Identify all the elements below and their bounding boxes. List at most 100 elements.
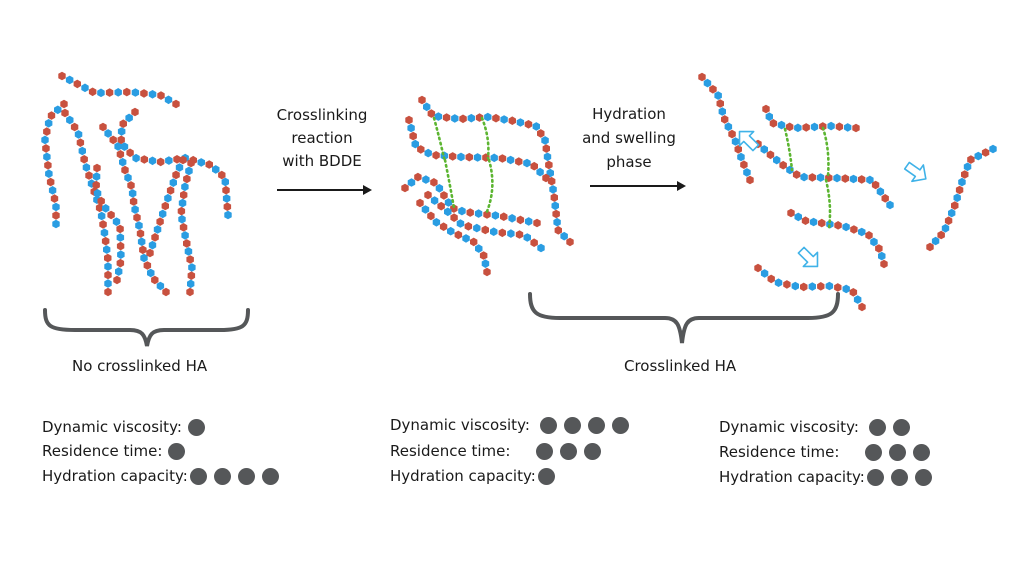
blue-bead <box>65 75 74 85</box>
blue-bead <box>537 243 545 253</box>
red-bead <box>516 215 525 225</box>
rating-dot <box>539 416 557 434</box>
swell-chain-2 <box>754 139 894 210</box>
bdde-crosslinks <box>432 116 832 230</box>
red-bead <box>179 223 188 232</box>
red-bead <box>107 210 115 220</box>
red-bead <box>440 191 448 200</box>
free-chain-top <box>58 71 180 109</box>
blue-bead <box>175 163 184 172</box>
residence-label: Residence time: <box>719 443 840 461</box>
blue-bead <box>104 279 112 288</box>
red-bead <box>858 175 866 184</box>
blue-bead <box>92 172 101 181</box>
red-bead <box>430 178 438 187</box>
red-bead <box>951 201 959 210</box>
red-bead <box>787 208 795 218</box>
blue-bead <box>825 281 834 291</box>
blue-bead <box>148 156 157 166</box>
free-chain-e <box>117 107 232 220</box>
blue-bead <box>974 151 982 161</box>
blue-bead <box>516 118 525 127</box>
red-bead <box>99 220 107 229</box>
red-bead <box>858 302 866 312</box>
blue-bead <box>423 102 431 112</box>
blue-bead <box>181 231 189 240</box>
blue-bead <box>878 251 886 261</box>
blue-bead <box>765 112 773 121</box>
rating-dot <box>563 416 581 434</box>
red-bead <box>944 216 953 225</box>
red-bead <box>177 206 186 216</box>
red-bead <box>156 157 165 167</box>
blue-bead <box>43 152 51 162</box>
red-bead <box>533 218 541 228</box>
red-bead <box>156 217 164 226</box>
blue-bead <box>81 83 89 93</box>
crosslinking-arrow <box>277 185 372 195</box>
red-bead <box>852 123 860 133</box>
blue-bead <box>737 152 745 162</box>
red-bead <box>801 216 810 225</box>
viscosity-label: Dynamic viscosity: <box>42 418 182 436</box>
net-chain-5 <box>424 190 545 253</box>
blue-bead <box>114 88 122 97</box>
red-bead <box>466 208 474 217</box>
red-bead <box>104 270 112 280</box>
blue-bead <box>153 225 162 234</box>
blue-bead <box>187 279 195 289</box>
red-bead <box>116 241 125 251</box>
red-bead <box>140 155 148 164</box>
rating-dot <box>889 443 907 461</box>
blue-bead <box>74 130 83 139</box>
red-bead <box>117 135 125 145</box>
bracket-no-crosslinked <box>43 308 250 347</box>
red-bead <box>783 280 791 289</box>
red-bead <box>442 113 451 122</box>
red-bead <box>470 237 478 247</box>
blue-bead <box>185 166 193 176</box>
red-bead <box>817 282 825 291</box>
rating-dot <box>560 442 578 460</box>
red-bead <box>834 283 842 292</box>
blue-bead <box>164 193 172 203</box>
rating-dot <box>913 443 931 461</box>
red-bead <box>483 210 491 219</box>
red-bead <box>721 115 729 124</box>
red-bead <box>779 160 787 170</box>
viscosity-label: Dynamic viscosity: <box>719 418 859 436</box>
net-chain-3 <box>401 172 541 228</box>
red-bead <box>554 226 562 235</box>
blue-bead <box>147 268 155 278</box>
red-bead <box>542 173 550 183</box>
rating-dot <box>237 467 255 485</box>
blue-bead <box>444 198 453 207</box>
blue-bead <box>116 233 125 242</box>
red-bead <box>409 131 417 141</box>
red-bead <box>481 225 489 235</box>
red-bead <box>205 160 213 169</box>
blue-bead <box>532 122 540 131</box>
blue-bead <box>66 115 74 125</box>
blue-bead <box>407 178 416 187</box>
hydration-label: Hydration capacity: <box>42 467 188 485</box>
red-bead <box>179 155 187 165</box>
red-bead <box>515 157 523 166</box>
blue-bead <box>473 223 481 233</box>
net-chain-1 <box>418 95 574 247</box>
blue-bead <box>148 240 157 250</box>
red-bead <box>109 135 117 145</box>
red-bead <box>508 116 516 125</box>
crosslink-5 <box>783 127 794 172</box>
red-bead <box>73 79 81 89</box>
blue-bead <box>475 244 483 253</box>
crosslink-4 <box>484 158 494 216</box>
swell-chain-3 <box>787 208 888 269</box>
red-bead <box>967 155 975 164</box>
red-bead <box>834 221 842 230</box>
blue-bead <box>78 146 86 156</box>
red-bead <box>498 154 507 163</box>
hydration-label: Hydration capacity: <box>719 468 865 486</box>
blue-bead <box>849 174 858 184</box>
